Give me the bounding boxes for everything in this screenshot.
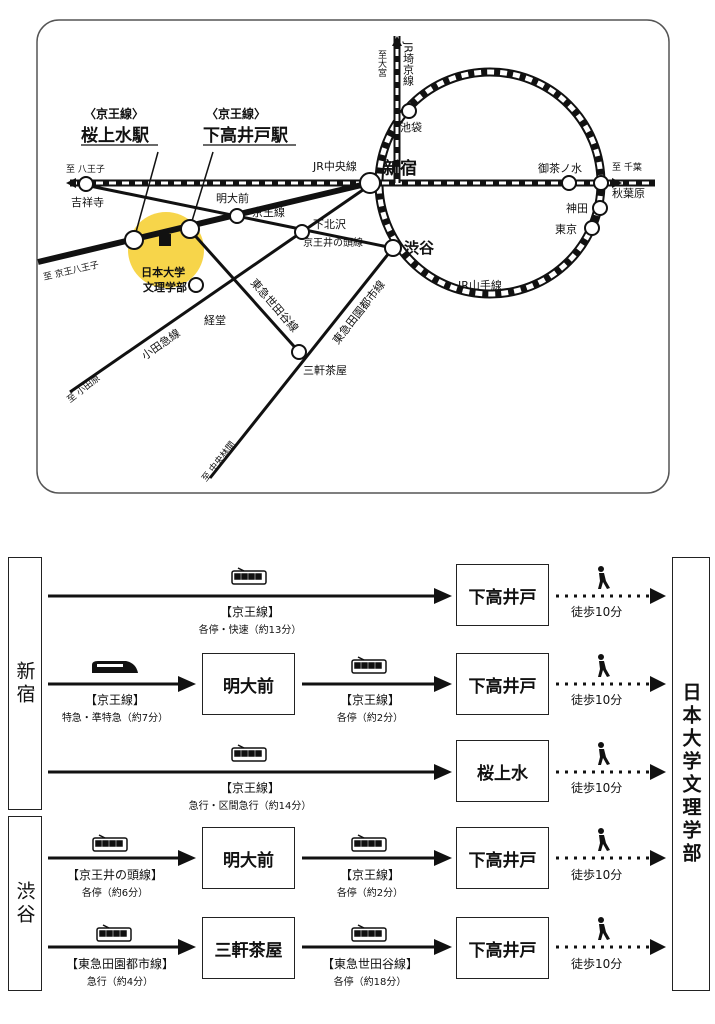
- label-kichijoji: 吉祥寺: [71, 195, 104, 209]
- dir-omiya: 至大宮: [376, 50, 387, 78]
- walk-time-label: 徒歩10分: [571, 957, 623, 971]
- row1-line-label: 【京王線】: [219, 605, 280, 619]
- label-meidaimae: 明大前: [216, 191, 249, 205]
- keio-tag-1: 〈京王線〉: [84, 106, 144, 121]
- tokyu-setagaya-line: [188, 229, 302, 354]
- sakurajosui-label: 桜上水駅: [81, 125, 150, 146]
- mid-station-box: 明大前: [202, 653, 295, 715]
- university-label: 日本大学 文理学部: [141, 265, 189, 294]
- label-kyodo: 経堂: [204, 314, 226, 327]
- label-jr-saikyo: JR埼京線: [402, 41, 415, 86]
- origin-shinjuku: 新宿: [8, 557, 42, 810]
- station-akihabara: [593, 175, 609, 191]
- walk-time-label: 徒歩10分: [571, 868, 623, 882]
- station-kyodo: [188, 277, 204, 293]
- label-shinjuku: 新宿: [383, 158, 417, 179]
- row4-line-label: 【京王井の頭線】: [66, 868, 163, 882]
- label-kanda: 神田: [566, 201, 588, 215]
- mid-station-box: 明大前: [202, 827, 295, 889]
- station-tokyo: [584, 220, 600, 236]
- walking-person-icon: [598, 566, 610, 940]
- university-marker: [159, 234, 171, 246]
- final-station-box: 下高井戸: [456, 917, 549, 979]
- row3-service-label: 急行・区間急行（約14分）: [188, 801, 312, 812]
- label-ikebukuro: 池袋: [400, 120, 422, 134]
- origin-shibuya: 渋谷: [8, 816, 42, 991]
- label-jr-yamanote: JR山手線: [457, 278, 502, 292]
- shimotakaido-label: 下高井戸駅: [203, 125, 289, 146]
- dir-chiba: 至 千葉: [612, 161, 642, 173]
- station-kichijoji: [78, 176, 94, 192]
- final-station-box: 下高井戸: [456, 653, 549, 715]
- mid-station-box: 三軒茶屋: [202, 917, 295, 979]
- station-sangenjaya: [291, 344, 307, 360]
- row2-service2-label: 各停（約2分）: [336, 713, 404, 724]
- station-shimokitazawa: [294, 224, 310, 240]
- keio-tag-2: 〈京王線〉: [206, 106, 266, 121]
- row5-service2-label: 各停（約18分）: [333, 977, 407, 988]
- row2-line2-label: 【京王線】: [339, 693, 400, 707]
- station-kanda: [592, 200, 608, 216]
- final-station-box: 下高井戸: [456, 564, 549, 626]
- destination-university: 日本大学文理学部: [672, 557, 710, 991]
- label-shimokitazawa: 下北沢: [313, 217, 346, 231]
- walk-time-label: 徒歩10分: [571, 693, 623, 707]
- dir-hachioji: 至 八王子: [66, 164, 105, 175]
- express-train-icon: [92, 661, 138, 673]
- station-shimotakaido: [180, 219, 200, 239]
- station-ikebukuro: [401, 103, 417, 119]
- station-shinjuku: [359, 172, 381, 194]
- row5-service-label: 急行（約4分）: [86, 977, 154, 988]
- row2-service-label: 特急・準特急（約7分）: [61, 713, 169, 724]
- station-sakurajosui: [124, 230, 144, 250]
- station-meidaimae: [229, 208, 245, 224]
- row3-line-label: 【京王線】: [219, 781, 280, 795]
- map-frame: [36, 19, 670, 494]
- row5-line-label: 【東急田園都市線】: [65, 957, 174, 971]
- row2-line-label: 【京王線】: [84, 693, 145, 707]
- station-shibuya: [384, 239, 402, 257]
- label-sangenjaya: 三軒茶屋: [303, 364, 347, 377]
- row4-service-label: 各停（約6分）: [81, 888, 149, 899]
- label-jr-chuo: JR中央線: [312, 159, 357, 173]
- row4-service2-label: 各停（約2分）: [336, 888, 404, 899]
- final-station-box: 下高井戸: [456, 827, 549, 889]
- keio-line: [37, 180, 371, 265]
- label-akihabara: 秋葉原: [612, 186, 645, 200]
- row4-line2-label: 【京王線】: [339, 868, 400, 882]
- station-ochanomizu: [561, 175, 577, 191]
- row5-line2-label: 【東急世田谷線】: [321, 957, 418, 971]
- walk-time-label: 徒歩10分: [571, 781, 623, 795]
- walk-time-label: 徒歩10分: [571, 605, 623, 619]
- route-map: 〈京王線〉 桜上水駅 〈京王線〉 下高井戸駅 至 八王子 吉祥寺 明大前 京王線…: [36, 19, 670, 494]
- tokyu-denentoshi-line: [208, 247, 395, 479]
- label-shibuya: 渋谷: [404, 239, 435, 257]
- label-keio-inokashira: 京王井の頭線: [303, 236, 363, 249]
- label-keio-line: 京王線: [252, 205, 285, 219]
- label-ochanomizu: 御茶ノ水: [538, 161, 582, 175]
- odakyu-line: [69, 183, 371, 394]
- final-station-box: 桜上水: [456, 740, 549, 802]
- row1-service-label: 各停・快速（約13分）: [198, 625, 302, 636]
- label-tokyo: 東京: [555, 222, 577, 236]
